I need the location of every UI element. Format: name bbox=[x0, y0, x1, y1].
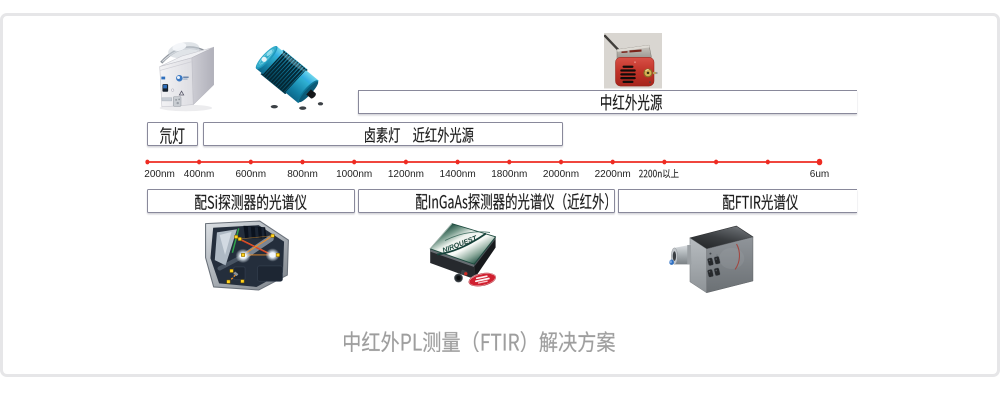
svg-text:2200nm: 2200nm bbox=[595, 169, 631, 180]
svg-text:1800nm: 1800nm bbox=[491, 169, 527, 180]
svg-text:800nm: 800nm bbox=[287, 169, 318, 180]
svg-text:600nm: 600nm bbox=[236, 169, 267, 180]
svg-text:2000nm: 2000nm bbox=[543, 169, 579, 180]
svg-text:200nm: 200nm bbox=[144, 169, 175, 180]
svg-text:1400nm: 1400nm bbox=[440, 169, 476, 180]
svg-text:1000nm: 1000nm bbox=[336, 169, 372, 180]
svg-text:1200nm: 1200nm bbox=[388, 169, 424, 180]
svg-text:400nm: 400nm bbox=[184, 169, 215, 180]
svg-text:6um: 6um bbox=[810, 169, 829, 180]
